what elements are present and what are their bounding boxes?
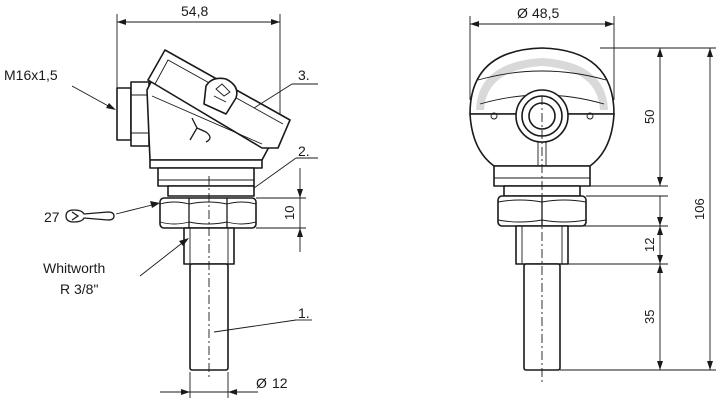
dim-tube-diameter: Ø 12 [160, 372, 288, 398]
dim-total-length: 106 [692, 48, 713, 370]
dim-head-diameter-symbol: Ø [517, 5, 528, 21]
dim-thread-length: 12 [642, 196, 663, 264]
part-label-3: 3. [253, 67, 318, 109]
dim-width-side: 54,8 [116, 3, 281, 132]
dim-head-diameter: Ø 48,5 [469, 5, 615, 100]
callout-thread: Whitworth R 3/8" [43, 238, 189, 297]
dim-width-label: 54,8 [181, 3, 208, 19]
cable-gland [116, 81, 150, 147]
dim-tube-diameter-label: 12 [272, 375, 288, 391]
wrench-icon [65, 209, 115, 223]
part-label-2-text: 2. [298, 143, 310, 159]
neck [157, 167, 255, 197]
dim-head-height: 50 [642, 48, 663, 186]
cable-gland-thread-label: M16x1,5 [4, 67, 58, 83]
side-view: 54,8 [4, 3, 318, 398]
dim-tube-diameter-symbol: Ø [256, 375, 267, 391]
dim-thread-length-label: 12 [642, 238, 657, 252]
sensor-tube [189, 176, 229, 378]
front-connection-head [469, 47, 615, 167]
callout-wrench-size: 27 [44, 201, 160, 225]
dim-tube-length-label: 35 [642, 310, 657, 324]
part-label-2: 2. [253, 143, 318, 189]
wrench-size-label: 27 [44, 209, 60, 225]
part-label-1-text: 1. [298, 305, 310, 321]
dim-head-height-label: 50 [642, 110, 657, 124]
part-label-3-text: 3. [298, 67, 310, 83]
part-label-1: 1. [213, 305, 312, 333]
thread-type-label: Whitworth [43, 260, 105, 276]
hex-nut [159, 197, 257, 229]
dim-tube-length: 35 [642, 264, 663, 370]
connection-head [146, 49, 291, 169]
front-dim-extensions [560, 47, 716, 371]
thread-size-label: R 3/8" [60, 281, 98, 297]
dim-hex-height: 10 [256, 168, 306, 252]
dim-hex-height-label: 10 [282, 206, 297, 220]
dim-total-length-label: 106 [692, 198, 707, 220]
dim-head-diameter-label: 48,5 [532, 5, 559, 21]
front-view: Ø 48,5 [469, 5, 716, 384]
callout-cable-gland: M16x1,5 [4, 67, 116, 110]
front-sensor-tube [523, 96, 561, 384]
